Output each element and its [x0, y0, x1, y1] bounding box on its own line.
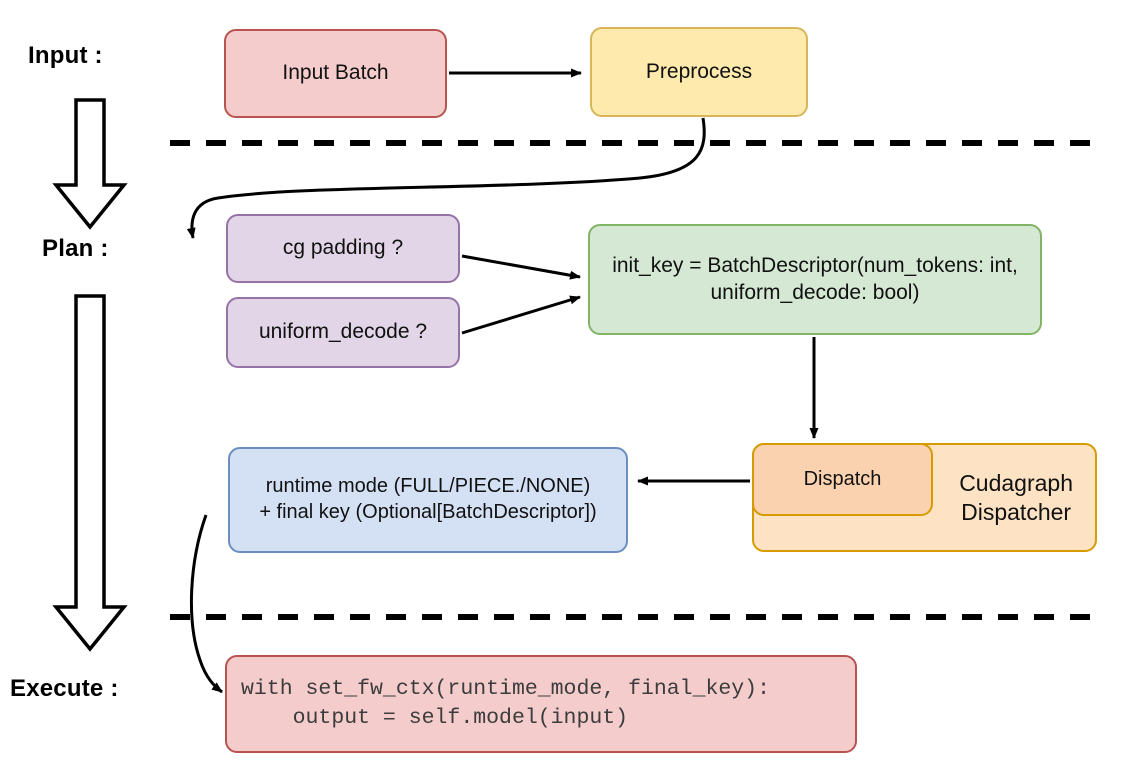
stage-label-input: Input : — [28, 42, 103, 69]
node-uniform-decode[interactable]: uniform_decode ? — [226, 297, 460, 368]
node-execute-code[interactable]: with set_fw_ctx(runtime_mode, final_key)… — [225, 655, 857, 753]
node-cg-padding[interactable]: cg padding ? — [226, 214, 460, 283]
node-input-batch[interactable]: Input Batch — [224, 29, 447, 118]
plan-to-execute-block-arrow — [52, 294, 128, 652]
stage-label-execute: Execute : — [10, 675, 119, 702]
node-runtime-mode[interactable]: runtime mode (FULL/PIECE./NONE) + final … — [228, 447, 628, 553]
node-init-key[interactable]: init_key = BatchDescriptor(num_tokens: i… — [588, 224, 1042, 335]
arrow-cg-padding-to-init-key — [461, 254, 581, 280]
arrow-uniform-decode-to-init-key — [461, 295, 581, 335]
node-preprocess[interactable]: Preprocess — [590, 27, 808, 117]
node-dispatch[interactable]: Dispatch — [752, 443, 933, 516]
arrow-runtime-mode-to-execute-code — [189, 514, 223, 694]
input-to-plan-block-arrow — [52, 98, 128, 230]
stage-label-plan: Plan : — [42, 235, 109, 262]
